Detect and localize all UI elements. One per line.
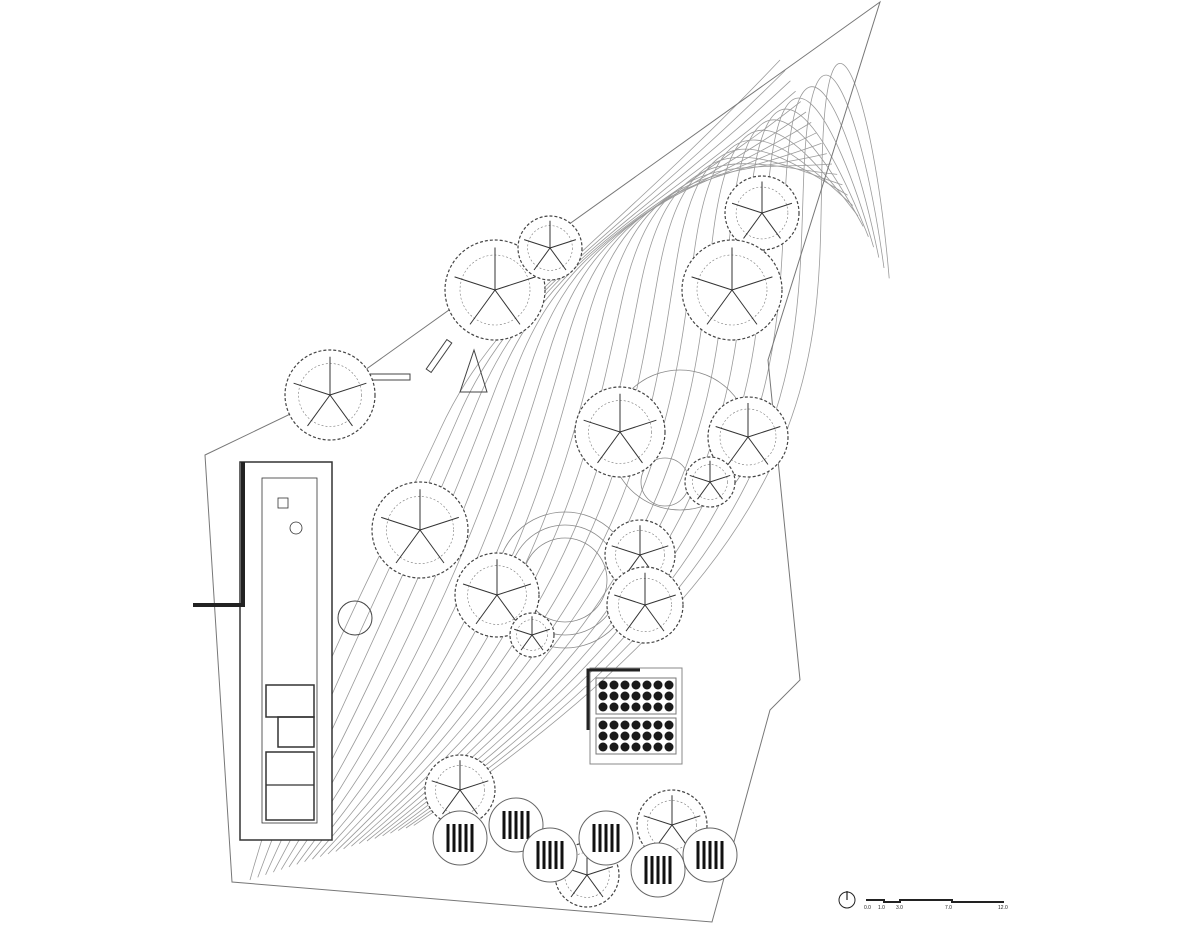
plant-dot	[620, 702, 630, 712]
plant-dot	[642, 742, 652, 752]
plant-dot	[664, 720, 674, 730]
plant-dot	[642, 731, 652, 741]
plant-dot	[598, 731, 608, 741]
tree-icon	[606, 566, 684, 644]
tree-icon	[517, 215, 583, 281]
tree-icon	[684, 456, 736, 508]
plant-dot	[620, 742, 630, 752]
scale-label-3: 7.0	[945, 905, 952, 911]
contour-line	[343, 156, 843, 850]
planting-beds	[586, 667, 683, 765]
tree-icon	[574, 386, 666, 478]
scale-label-2: 3.0	[896, 905, 903, 911]
plant-dot	[653, 691, 663, 701]
plant-dot	[631, 702, 641, 712]
plant-dot	[598, 720, 608, 730]
trees	[284, 175, 800, 908]
contour-line	[335, 163, 838, 852]
plant-dot	[631, 742, 641, 752]
building	[193, 461, 333, 841]
tree-icon	[424, 754, 496, 826]
scale-label-0: 0.0	[864, 905, 871, 911]
plant-dot	[642, 702, 652, 712]
plant-dot	[609, 691, 619, 701]
tree-icon	[707, 396, 789, 478]
plant-dot	[620, 731, 630, 741]
plant-dot	[598, 691, 608, 701]
tree-icon	[284, 349, 376, 441]
garden-pod	[522, 827, 578, 883]
tree-icon	[681, 239, 783, 341]
contour-line	[319, 153, 827, 857]
plant-dot	[609, 680, 619, 690]
garden-pod	[630, 842, 686, 898]
plant-dot	[609, 742, 619, 752]
plant-dot	[609, 702, 619, 712]
plant-dot	[664, 742, 674, 752]
scale-label-4: 12.0	[998, 905, 1008, 911]
plant-dot	[631, 720, 641, 730]
plant-dot	[664, 702, 674, 712]
plant-dot	[620, 720, 630, 730]
plant-dot	[653, 742, 663, 752]
scale-bar	[838, 891, 1004, 909]
garden-pod	[578, 810, 634, 866]
plant-dot	[631, 731, 641, 741]
plant-dot	[664, 680, 674, 690]
plant-dot	[598, 702, 608, 712]
contour-line	[312, 142, 822, 860]
contour-line	[351, 148, 848, 847]
plant-dot	[642, 720, 652, 730]
plant-dot	[598, 680, 608, 690]
plant-dot	[620, 680, 630, 690]
tree-icon	[371, 481, 469, 579]
plant-dot	[609, 731, 619, 741]
plant-dot	[642, 680, 652, 690]
tree-icon	[454, 552, 540, 638]
plant-dot	[653, 720, 663, 730]
tree-icon	[509, 612, 555, 658]
plant-dot	[620, 691, 630, 701]
plant-dot	[598, 742, 608, 752]
tree-icon	[724, 175, 800, 251]
plant-dot	[631, 680, 641, 690]
plant-dot	[664, 691, 674, 701]
plant-dot	[664, 731, 674, 741]
plant-dot	[609, 720, 619, 730]
scale-label-1: 1.0	[878, 905, 885, 911]
plant-dot	[653, 702, 663, 712]
tree-icon	[444, 239, 546, 341]
contour-line	[280, 101, 802, 870]
contour-lines	[249, 59, 890, 881]
garden-pod	[432, 810, 488, 866]
plant-dot	[642, 691, 652, 701]
plant-dot	[653, 731, 663, 741]
garden-pod	[682, 827, 738, 883]
contour-line	[327, 163, 833, 855]
garden-pods	[432, 797, 738, 898]
plant-dot	[631, 691, 641, 701]
contour-line	[265, 80, 791, 875]
contour-line	[273, 90, 796, 873]
plant-dot	[653, 680, 663, 690]
